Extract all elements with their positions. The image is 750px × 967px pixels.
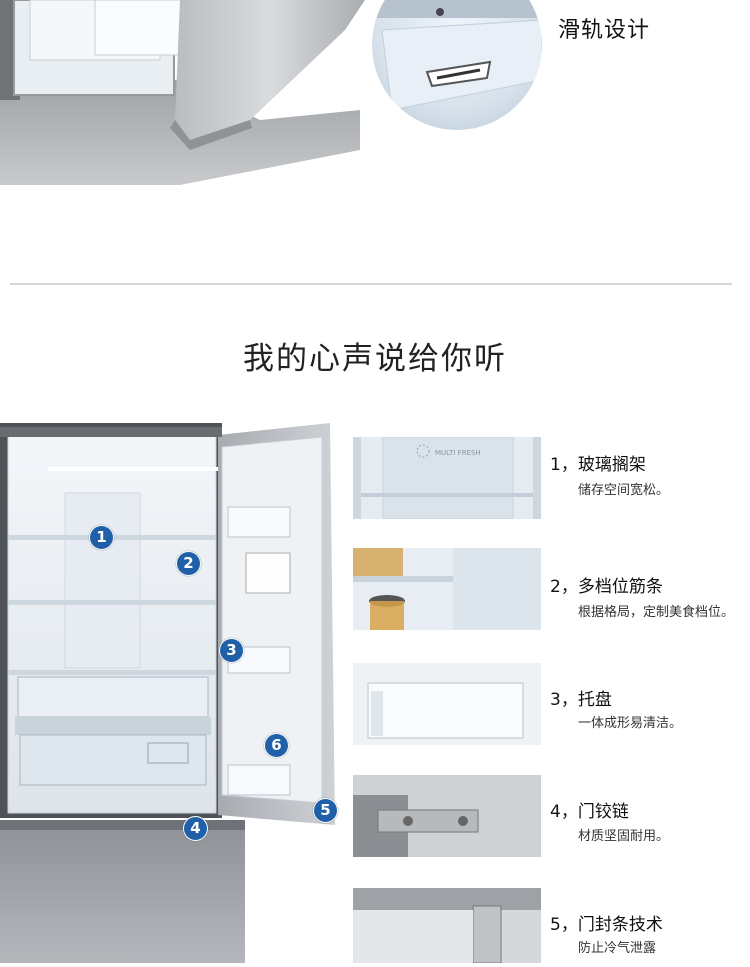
slide-rail-caption: 滑轨设计 <box>558 18 651 43</box>
feature-2-image <box>353 548 541 630</box>
feature-2-title: 2，多档位筋条 <box>550 577 663 597</box>
top-fridge-drawer-photo <box>0 0 370 190</box>
feature-1-title: 1，玻璃搁架 <box>550 455 646 475</box>
feature-5-image <box>353 888 541 963</box>
callout-badge-5: 5 <box>313 798 338 823</box>
feature-3-image <box>353 663 541 745</box>
open-fridge-photo: 1 2 3 4 5 6 <box>0 405 345 963</box>
feature-2-desc: 根据格局，定制美食档位。 <box>578 605 735 620</box>
callout-badge-1: 1 <box>89 525 114 550</box>
feature-4-desc: 材质坚固耐用。 <box>578 829 670 844</box>
feature-1-desc: 储存空间宽松。 <box>578 483 670 498</box>
multi-fresh-label: MULTI FRESH <box>435 449 481 457</box>
feature-3-title: 3，托盘 <box>550 690 612 710</box>
slide-rail-detail-image <box>372 0 542 130</box>
feature-5-title: 5，门封条技术 <box>550 915 663 935</box>
page-title: 我的心声说给你听 <box>243 341 507 377</box>
feature-3-desc: 一体成形易清洁。 <box>578 716 683 731</box>
callout-badge-2: 2 <box>176 551 201 576</box>
callout-badge-6: 6 <box>264 733 289 758</box>
feature-4-image <box>353 775 541 857</box>
callout-badge-3: 3 <box>219 638 244 663</box>
feature-4-title: 4，门铰链 <box>550 802 629 822</box>
feature-5-desc: 防止冷气泄露 <box>578 941 657 956</box>
feature-1-image: MULTI FRESH <box>353 437 541 519</box>
callout-badge-4: 4 <box>183 816 208 841</box>
section-divider <box>10 283 732 285</box>
